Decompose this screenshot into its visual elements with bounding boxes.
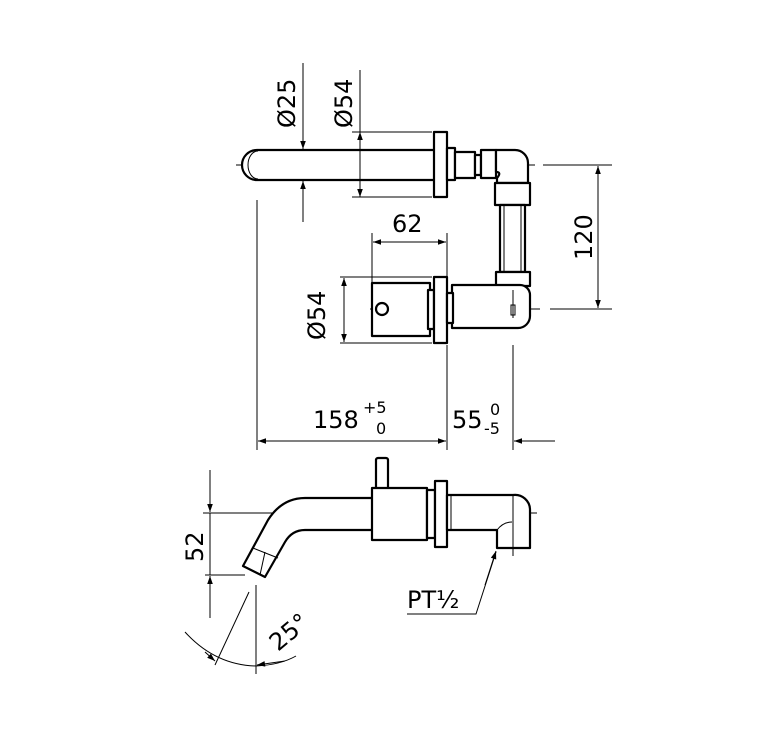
upper-neck [445, 146, 457, 182]
dim-label: 120 [570, 214, 598, 260]
handle-pin [374, 301, 390, 317]
dim-handle-length: 62 [371, 210, 448, 282]
collar-side [425, 488, 437, 540]
dim-center-distance: 120 [543, 164, 612, 310]
lower-neck [445, 291, 455, 325]
dim-label: 62 [392, 210, 423, 238]
dim-label: 55 [452, 406, 483, 434]
dim-flange-diameter: Ø54 [330, 70, 432, 198]
wall-pipe [445, 493, 532, 550]
spout-tube [240, 148, 437, 182]
aerator-line [252, 547, 279, 559]
side-view: 52 25° PT½ [181, 456, 537, 674]
dim-label: Ø25 [273, 79, 301, 128]
dim-tolerance-upper: +5 [363, 398, 387, 417]
dim-spout-diameter: Ø25 [273, 63, 306, 222]
lower-elbow [450, 283, 532, 330]
dim-angle: 25° [184, 585, 315, 674]
lower-flange [432, 275, 449, 345]
dim-tolerance-lower: -5 [484, 419, 500, 438]
dim-handle-diameter: Ø54 [303, 276, 432, 344]
dim-tolerance-lower: 0 [376, 419, 386, 438]
dim-label: Ø54 [330, 79, 358, 128]
flow-marker [510, 304, 516, 316]
dim-label: 158 [313, 406, 359, 434]
dim-projection: 158 +5 0 [256, 200, 514, 450]
dim-tolerance-upper: 0 [490, 400, 500, 419]
upper-flange [432, 130, 449, 199]
elbow-curve [496, 521, 513, 531]
spout-end [247, 150, 259, 180]
vertical-pipe-nut-top [493, 181, 532, 207]
dim-label: 25° [264, 608, 315, 657]
aerator-line [259, 551, 266, 576]
dim-label: 52 [181, 531, 209, 562]
thread-label: PT½ [407, 586, 459, 614]
upper-nut [479, 148, 498, 180]
upper-connector [453, 150, 477, 180]
dim-height: 52 [181, 470, 245, 618]
dim-label: Ø54 [303, 291, 331, 340]
dim-wall-depth: 55 0 -5 [452, 400, 555, 444]
thread-callout: PT½ [407, 550, 497, 615]
flange-side [433, 479, 449, 549]
handle-body-side [370, 486, 429, 542]
top-view: Ø25 Ø54 62 Ø54 120 [236, 63, 612, 450]
upper-elbow [494, 148, 530, 185]
handle-body [370, 281, 432, 338]
